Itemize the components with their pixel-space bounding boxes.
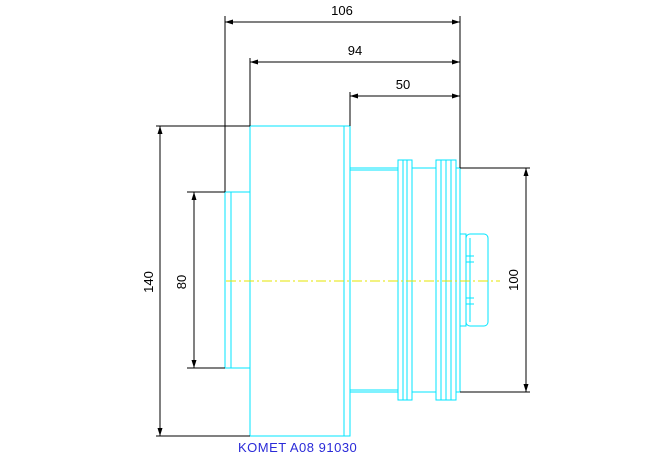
shank-body xyxy=(350,167,399,393)
nose-stub xyxy=(460,233,467,327)
part-outline xyxy=(224,125,489,437)
dim-text-100: 100 xyxy=(506,269,521,291)
dim-text-106: 106 xyxy=(331,3,353,18)
dim-text-140: 140 xyxy=(141,271,156,293)
dim-text-94: 94 xyxy=(348,43,362,58)
part-number-caption: KOMET A08 91030 xyxy=(238,440,358,455)
pilot-body xyxy=(224,191,251,369)
dim-text-80: 80 xyxy=(174,275,189,289)
groove-section xyxy=(411,167,437,393)
arrowheads xyxy=(157,19,529,436)
end-step xyxy=(455,167,461,393)
nose-head xyxy=(465,233,489,327)
groove-ring-1 xyxy=(397,159,413,401)
dim-text-50: 50 xyxy=(396,77,410,92)
dimension-lines xyxy=(156,16,530,437)
